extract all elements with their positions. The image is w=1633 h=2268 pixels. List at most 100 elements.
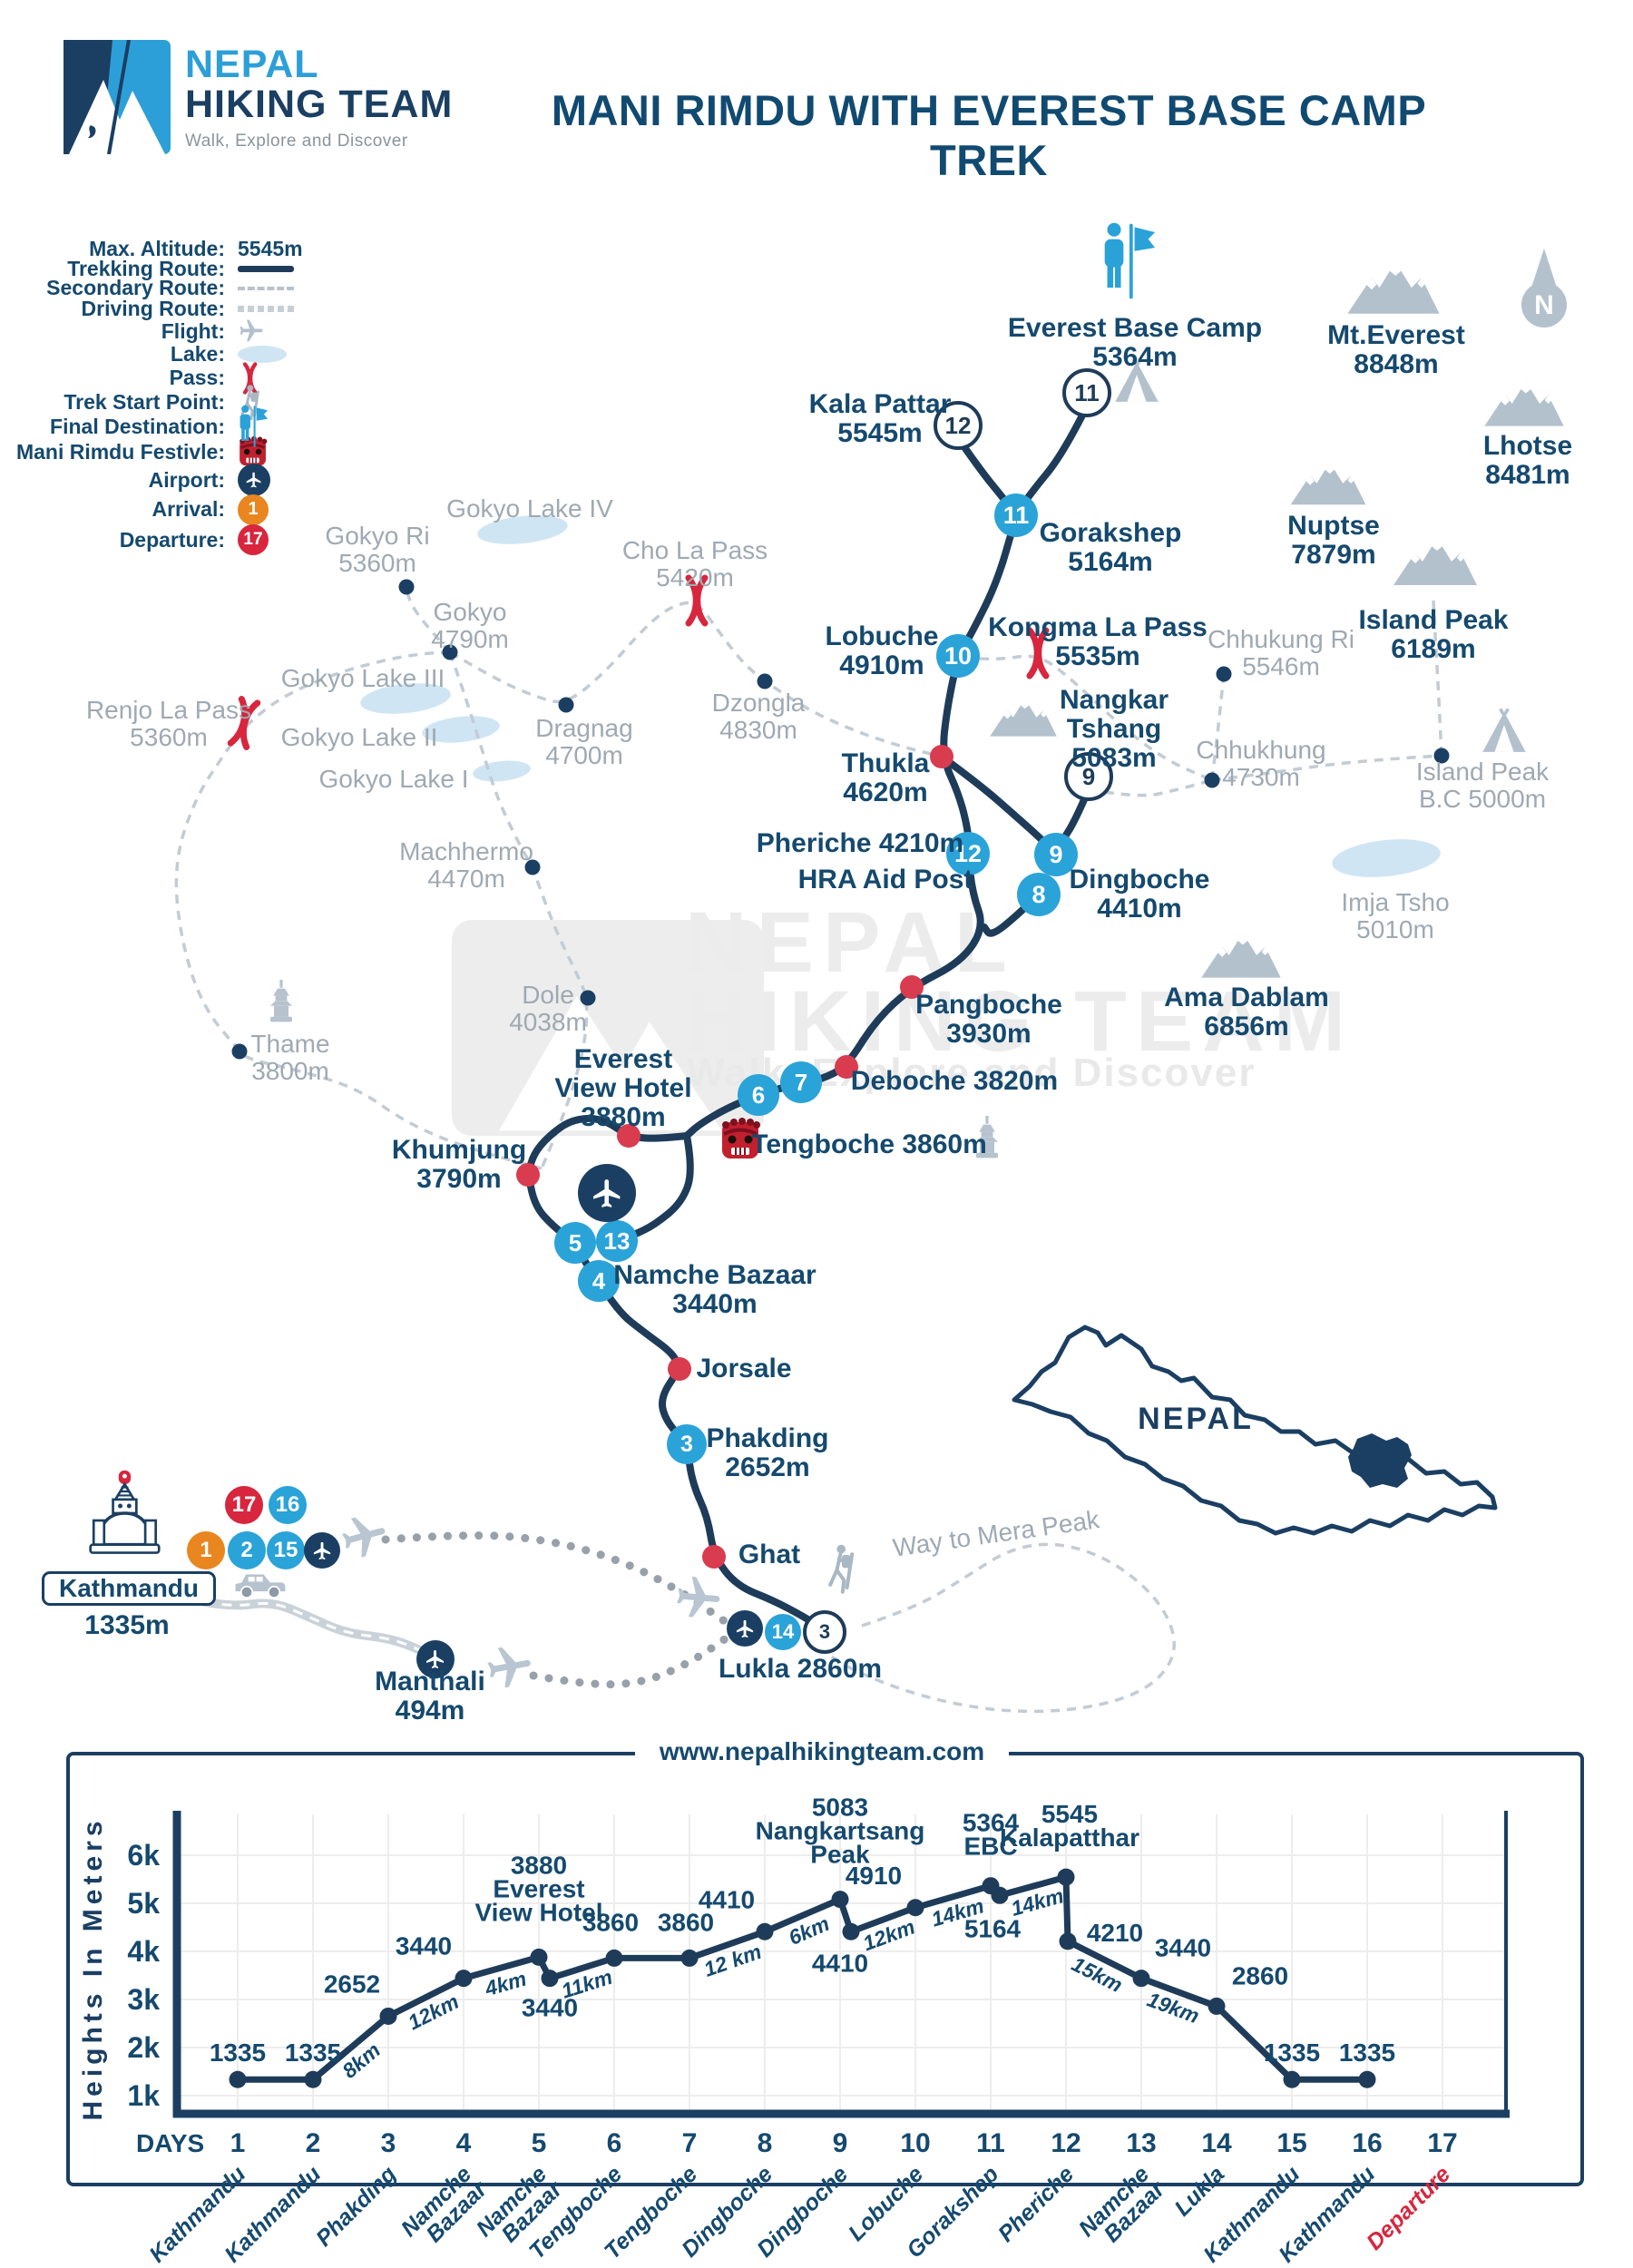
place-label-kathmandu: Kathmandu bbox=[42, 1571, 216, 1606]
day-marker: 4 bbox=[578, 1260, 620, 1302]
place-label-line: Nangkar bbox=[1059, 685, 1169, 715]
pass-icon bbox=[238, 352, 278, 405]
airplane-icon bbox=[484, 1642, 535, 1693]
flight-icon bbox=[238, 318, 265, 345]
place-label-line: Renjo La Pass bbox=[85, 696, 252, 724]
lake-icon bbox=[238, 346, 287, 363]
place-label-line: Lhotse bbox=[1482, 431, 1573, 461]
secondary-route bbox=[1211, 754, 1442, 782]
secondary-route bbox=[1432, 600, 1443, 757]
legend-row-max-altitude-: Max. Altitude:5545m bbox=[15, 237, 377, 260]
place-label-line: 5360m bbox=[338, 548, 416, 577]
day-number: 12 bbox=[1051, 2128, 1081, 2158]
brand: NEPAL HIKING TEAM Walk, Explore and Disc… bbox=[64, 39, 453, 159]
elevation-point bbox=[1057, 1868, 1075, 1886]
elevation-label: 3440 bbox=[1155, 1934, 1211, 1962]
place-label-nepal: NEPAL bbox=[1138, 1403, 1254, 1436]
place-label-line: 5164m bbox=[1068, 547, 1153, 578]
elevation-label: 4410 bbox=[812, 1949, 868, 1977]
airport-marker bbox=[416, 1640, 455, 1678]
place-label-line: 5083m bbox=[1071, 743, 1157, 774]
legend-row-flight-: Flight: bbox=[15, 319, 377, 343]
chart-title-bg bbox=[635, 1733, 1009, 1767]
elevation-point bbox=[1208, 1997, 1226, 2015]
place-label-line: Island Peak bbox=[1415, 758, 1550, 786]
lake-shape bbox=[477, 515, 568, 544]
mountain-icon bbox=[1289, 459, 1367, 506]
legend-label: Lake: bbox=[170, 342, 225, 366]
elevation-label: 1335 bbox=[1339, 2038, 1395, 2067]
elevation-label: 1335 bbox=[285, 2038, 341, 2067]
secondary-stop-dot bbox=[442, 644, 458, 660]
route-stop-dot bbox=[900, 975, 924, 999]
elevation-point bbox=[991, 1886, 1009, 1904]
place-label-line: 6856m bbox=[1204, 1012, 1289, 1042]
place-label-line: Gokyo Lake II bbox=[280, 723, 438, 751]
place-label-line: Ghat bbox=[738, 1540, 801, 1569]
place-label-line: Lobuche bbox=[825, 621, 939, 651]
place-label-line: B.C 5000m bbox=[1418, 784, 1547, 813]
place-label-line: Thukla bbox=[841, 748, 930, 778]
place-label-line: Kongma La Pass bbox=[988, 612, 1208, 642]
mountain-icon bbox=[1199, 929, 1282, 979]
pass-icon bbox=[677, 574, 717, 627]
airplane-icon bbox=[339, 1511, 390, 1562]
airport-marker bbox=[727, 1610, 763, 1647]
mountain-icon bbox=[1345, 258, 1442, 316]
place-label-line: 3800m bbox=[251, 1056, 329, 1085]
day-number: 11 bbox=[976, 2128, 1005, 2158]
place-label-line: Dragnag bbox=[535, 714, 633, 742]
airport-marker bbox=[578, 1164, 636, 1222]
legend-row-mani-rimdu-festivle-: Mani Rimdu Festivle: bbox=[15, 435, 377, 466]
legend-label: Final Destination: bbox=[50, 414, 225, 438]
day-number: 13 bbox=[1126, 2128, 1156, 2158]
legend-label: Secondary Route: bbox=[46, 276, 225, 299]
legend-label: Pass: bbox=[169, 366, 225, 389]
brand-tagline: Walk, Explore and Discover bbox=[185, 131, 408, 151]
place-label-pheriche-4210m: Pheriche 4210m bbox=[757, 828, 963, 858]
lake-shape bbox=[1332, 839, 1441, 877]
website-url: www.nepalhikingteam.com bbox=[659, 1737, 984, 1765]
elevation-label: 4910 bbox=[846, 1862, 902, 1890]
legend-label: Mani Rimdu Festivle: bbox=[15, 439, 225, 464]
elevation-point bbox=[379, 2007, 397, 2025]
elevation-point bbox=[906, 1899, 924, 1917]
elevation-label: 4210 bbox=[1087, 1919, 1143, 1947]
day-marker: 15 bbox=[267, 1531, 305, 1569]
elevation-label: 2860 bbox=[1232, 1961, 1288, 1989]
chart-ytick: 4k bbox=[127, 1935, 160, 1968]
elevation-point bbox=[541, 1970, 559, 1988]
route-stop-dot bbox=[617, 1124, 640, 1148]
place-label-line: Tshang bbox=[1066, 714, 1162, 745]
elevation-point bbox=[304, 2070, 322, 2088]
place-label-line: Dzongla bbox=[711, 689, 806, 717]
place-label-line: 4470m bbox=[427, 864, 505, 893]
arrival-icon: 1 bbox=[238, 494, 269, 525]
place-label-line: Dingboche bbox=[1069, 865, 1210, 894]
route-stop-dot bbox=[516, 1163, 540, 1187]
day-marker: 11 bbox=[1062, 368, 1111, 417]
legend-label: Airport: bbox=[148, 467, 225, 492]
secondary-stop-dot bbox=[524, 859, 541, 875]
legend-row-driving-route-: Driving Route: bbox=[15, 296, 377, 320]
brand-name-line1: NEPAL bbox=[185, 43, 319, 86]
place-label-line: Nuptse bbox=[1287, 511, 1380, 541]
place-label-line: Gokyo Lake III bbox=[280, 664, 445, 692]
place-label-line: Khumjung bbox=[391, 1135, 527, 1165]
legend-label: Driving Route: bbox=[81, 296, 225, 320]
svg-text:N: N bbox=[1534, 290, 1554, 320]
elevation-point bbox=[1132, 1970, 1150, 1988]
elevation-label: 5164 bbox=[964, 1914, 1022, 1942]
